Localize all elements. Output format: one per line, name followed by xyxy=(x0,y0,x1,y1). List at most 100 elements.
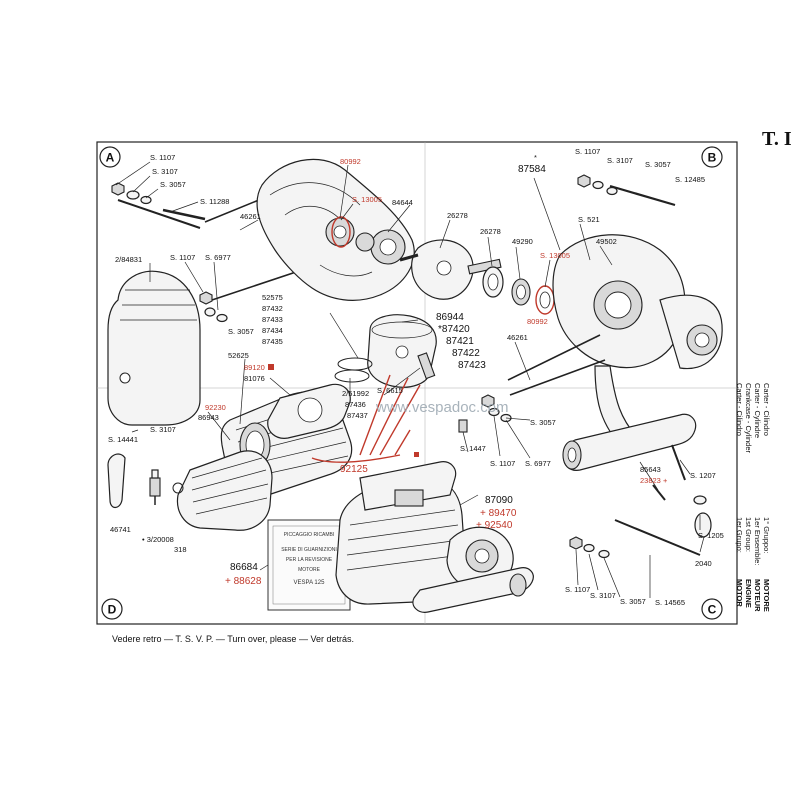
label-s1107-b: S. 1107 xyxy=(170,253,195,262)
spark-plug xyxy=(149,469,184,505)
label-80992-b: 80992 xyxy=(527,317,548,326)
label-s1205: S. 1205 xyxy=(698,531,724,540)
corner-marker-b: B xyxy=(701,146,723,168)
leader-lines xyxy=(115,161,705,598)
svg-text:1° Gruppo:: 1° Gruppo: xyxy=(762,517,771,553)
highlight-line-92125-b xyxy=(369,377,409,456)
highlight-line-92125-c xyxy=(379,384,421,456)
nuts-washers-bottom-right xyxy=(569,444,712,559)
crankshaft xyxy=(399,239,502,300)
label-s1107-c: S. 1107 xyxy=(490,459,515,468)
label-s3107-b: S. 3107 xyxy=(150,425,176,434)
label-86944: 86944 xyxy=(436,312,464,323)
highlight-marker-92125 xyxy=(414,452,419,457)
corner-marker-d: D xyxy=(101,598,123,620)
bearing-49290 xyxy=(511,278,531,306)
side-caption-group: 1° Gruppo: 1er Ensemble: 1st Group: 1er … xyxy=(735,517,771,612)
label-s3107-d: S. 3107 xyxy=(590,591,616,600)
label-318: 318 xyxy=(174,545,187,554)
seal-s13005-right xyxy=(535,285,555,315)
label-49502: 49502 xyxy=(596,237,617,246)
label-s1107-a: S. 1107 xyxy=(150,153,175,162)
label-s3057-e: S. 3057 xyxy=(620,597,646,606)
label-87420: *87420 xyxy=(438,324,470,335)
label-s14441: S. 14441 xyxy=(108,435,138,444)
label-89470: + 89470 xyxy=(480,508,517,519)
label-87584: 87584 xyxy=(518,164,546,175)
label-92125: 92125 xyxy=(340,464,368,475)
label-52575: 52575 xyxy=(262,293,283,302)
svg-text:A: A xyxy=(106,151,115,165)
label-s6977-b: S. 6977 xyxy=(525,459,551,468)
svg-text:PER LA REVISIONE: PER LA REVISIONE xyxy=(286,557,333,563)
label-87436: 87436 xyxy=(345,400,366,409)
label-87432: 87432 xyxy=(262,304,283,313)
assembled-engine xyxy=(335,461,534,613)
label-s6977-a: S. 6977 xyxy=(205,253,231,262)
label-87422: 87422 xyxy=(452,348,480,359)
crankcase-right-half xyxy=(552,234,723,451)
svg-text:Carter - Cilindro: Carter - Cilindro xyxy=(735,383,744,436)
diagram-frame xyxy=(96,141,738,625)
spark-plug-cap xyxy=(107,453,126,509)
label-23823: 23823 + xyxy=(640,476,668,485)
part-labels: S. 1107 S. 3107 S. 3057 S. 11288 46261 2… xyxy=(108,147,724,607)
label-87584-star: * xyxy=(534,153,537,162)
label-2-84831: 2/84831 xyxy=(115,255,142,264)
svg-text:PICCAGGIO RICAMBI: PICCAGGIO RICAMBI xyxy=(284,532,335,538)
label-s14565: S. 14565 xyxy=(655,598,685,607)
svg-text:Carter - Cylindre: Carter - Cylindre xyxy=(753,383,762,438)
highlight-line-92125-a xyxy=(359,374,391,456)
label-88628: + 88628 xyxy=(225,576,262,587)
flywheel-cowling xyxy=(107,270,201,426)
label-s3107-c: S. 3107 xyxy=(607,156,633,165)
svg-text:1st Group:: 1st Group: xyxy=(744,517,753,552)
footer-note: Vedere retro — T. S. V. P. — Turn over, … xyxy=(112,634,354,644)
label-92230: 92230 xyxy=(205,403,226,412)
label-92540: + 92540 xyxy=(476,520,513,531)
nuts-washers-top-left xyxy=(111,182,228,323)
label-87421: 87421 xyxy=(446,336,474,347)
label-89120-marker xyxy=(268,364,274,370)
svg-text:MOTORE: MOTORE xyxy=(762,579,771,612)
cylinder-base-gasket xyxy=(267,383,351,439)
label-s521: S. 521 xyxy=(578,215,600,224)
label-26278-a: 26278 xyxy=(447,211,468,220)
bearing-26278-right xyxy=(482,266,504,298)
label-87433: 87433 xyxy=(262,315,283,324)
label-2-51992: 2/51992 xyxy=(342,389,369,398)
label-49290: 49290 xyxy=(512,237,533,246)
label-s3107-a: S. 3107 xyxy=(152,167,178,176)
label-s3057-c: S. 3057 xyxy=(530,418,556,427)
svg-text:MOTORE: MOTORE xyxy=(298,567,321,573)
label-89120: 89120 xyxy=(244,363,265,372)
label-s1207: S. 1207 xyxy=(690,471,716,480)
svg-text:1er Ensemble:: 1er Ensemble: xyxy=(753,517,762,565)
label-s1447: S. 1447 xyxy=(460,444,486,453)
label-3-20008: • 3/20008 xyxy=(142,535,174,544)
corner-marker-a: A xyxy=(99,146,121,168)
highlight-line-92125-d xyxy=(394,429,411,456)
svg-text:Carter - Cilindro: Carter - Cilindro xyxy=(762,383,771,436)
nuts-washers-top-right xyxy=(458,174,618,433)
label-s3057-b: S. 3057 xyxy=(228,327,254,336)
highlight-brace-92125 xyxy=(311,454,401,463)
label-46261-a: 46261 xyxy=(240,212,261,221)
engine-mount-tube xyxy=(562,413,697,471)
label-s13005-b: S. 13005 xyxy=(540,251,570,260)
label-86684: 86684 xyxy=(230,562,258,573)
corner-marker-c: C xyxy=(701,598,723,620)
page-title: T. I xyxy=(762,128,792,150)
svg-text:Crankcase - Cylinder: Crankcase - Cylinder xyxy=(744,383,753,454)
svg-text:C: C xyxy=(708,603,717,617)
label-87435: 87435 xyxy=(262,337,283,346)
svg-text:1er Grupo:: 1er Grupo: xyxy=(735,517,744,553)
label-s3057-d: S. 3057 xyxy=(645,160,671,169)
label-46741: 46741 xyxy=(110,525,131,534)
label-84644: 84644 xyxy=(392,198,413,207)
label-26278-b: 26278 xyxy=(480,227,501,236)
svg-text:MOTEUR: MOTEUR xyxy=(753,579,762,612)
label-s6615: S. 6615 xyxy=(377,386,403,395)
stud-bolts-right xyxy=(507,184,701,556)
